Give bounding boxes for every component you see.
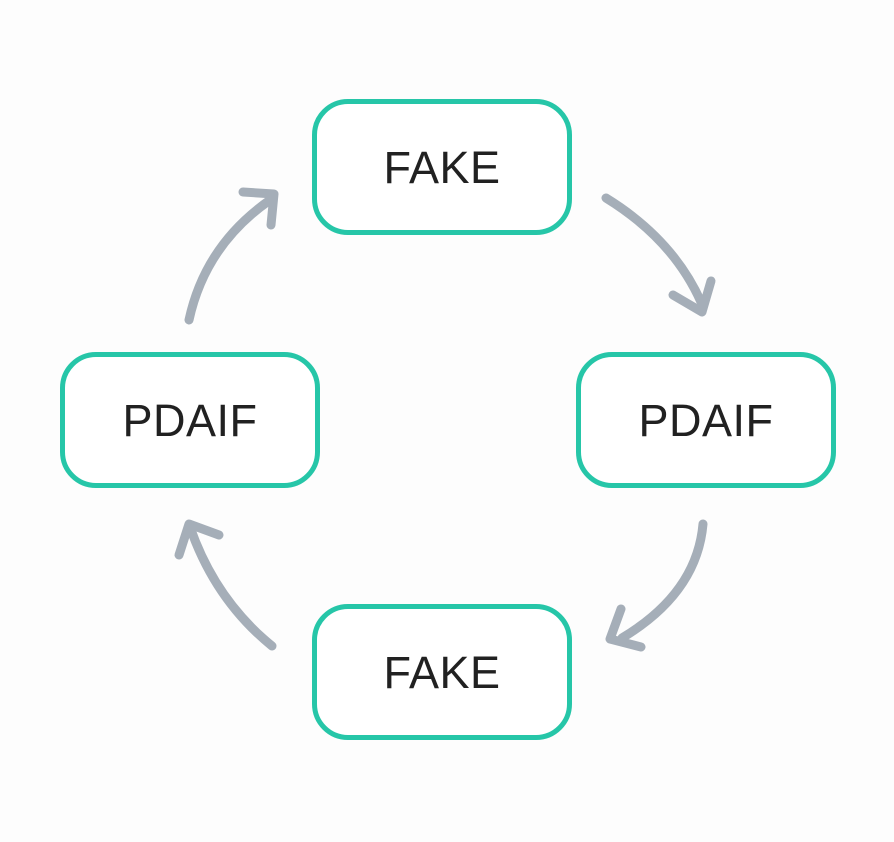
node-right-label: PDAIF	[638, 394, 774, 446]
node-top-label: FAKE	[383, 141, 501, 193]
node-bottom-label: FAKE	[383, 646, 501, 698]
arrow-right-to-bottom	[605, 519, 708, 652]
arrow-bottom-to-left	[174, 519, 277, 651]
arrow-left-to-top	[184, 187, 279, 325]
node-left-label: PDAIF	[122, 394, 258, 446]
node-bottom-fake[interactable]: FAKE	[312, 604, 572, 740]
node-top-fake[interactable]: FAKE	[312, 99, 572, 235]
node-right-pdaif[interactable]: PDAIF	[576, 352, 836, 488]
arrow-top-to-right	[601, 193, 716, 317]
node-left-pdaif[interactable]: PDAIF	[60, 352, 320, 488]
